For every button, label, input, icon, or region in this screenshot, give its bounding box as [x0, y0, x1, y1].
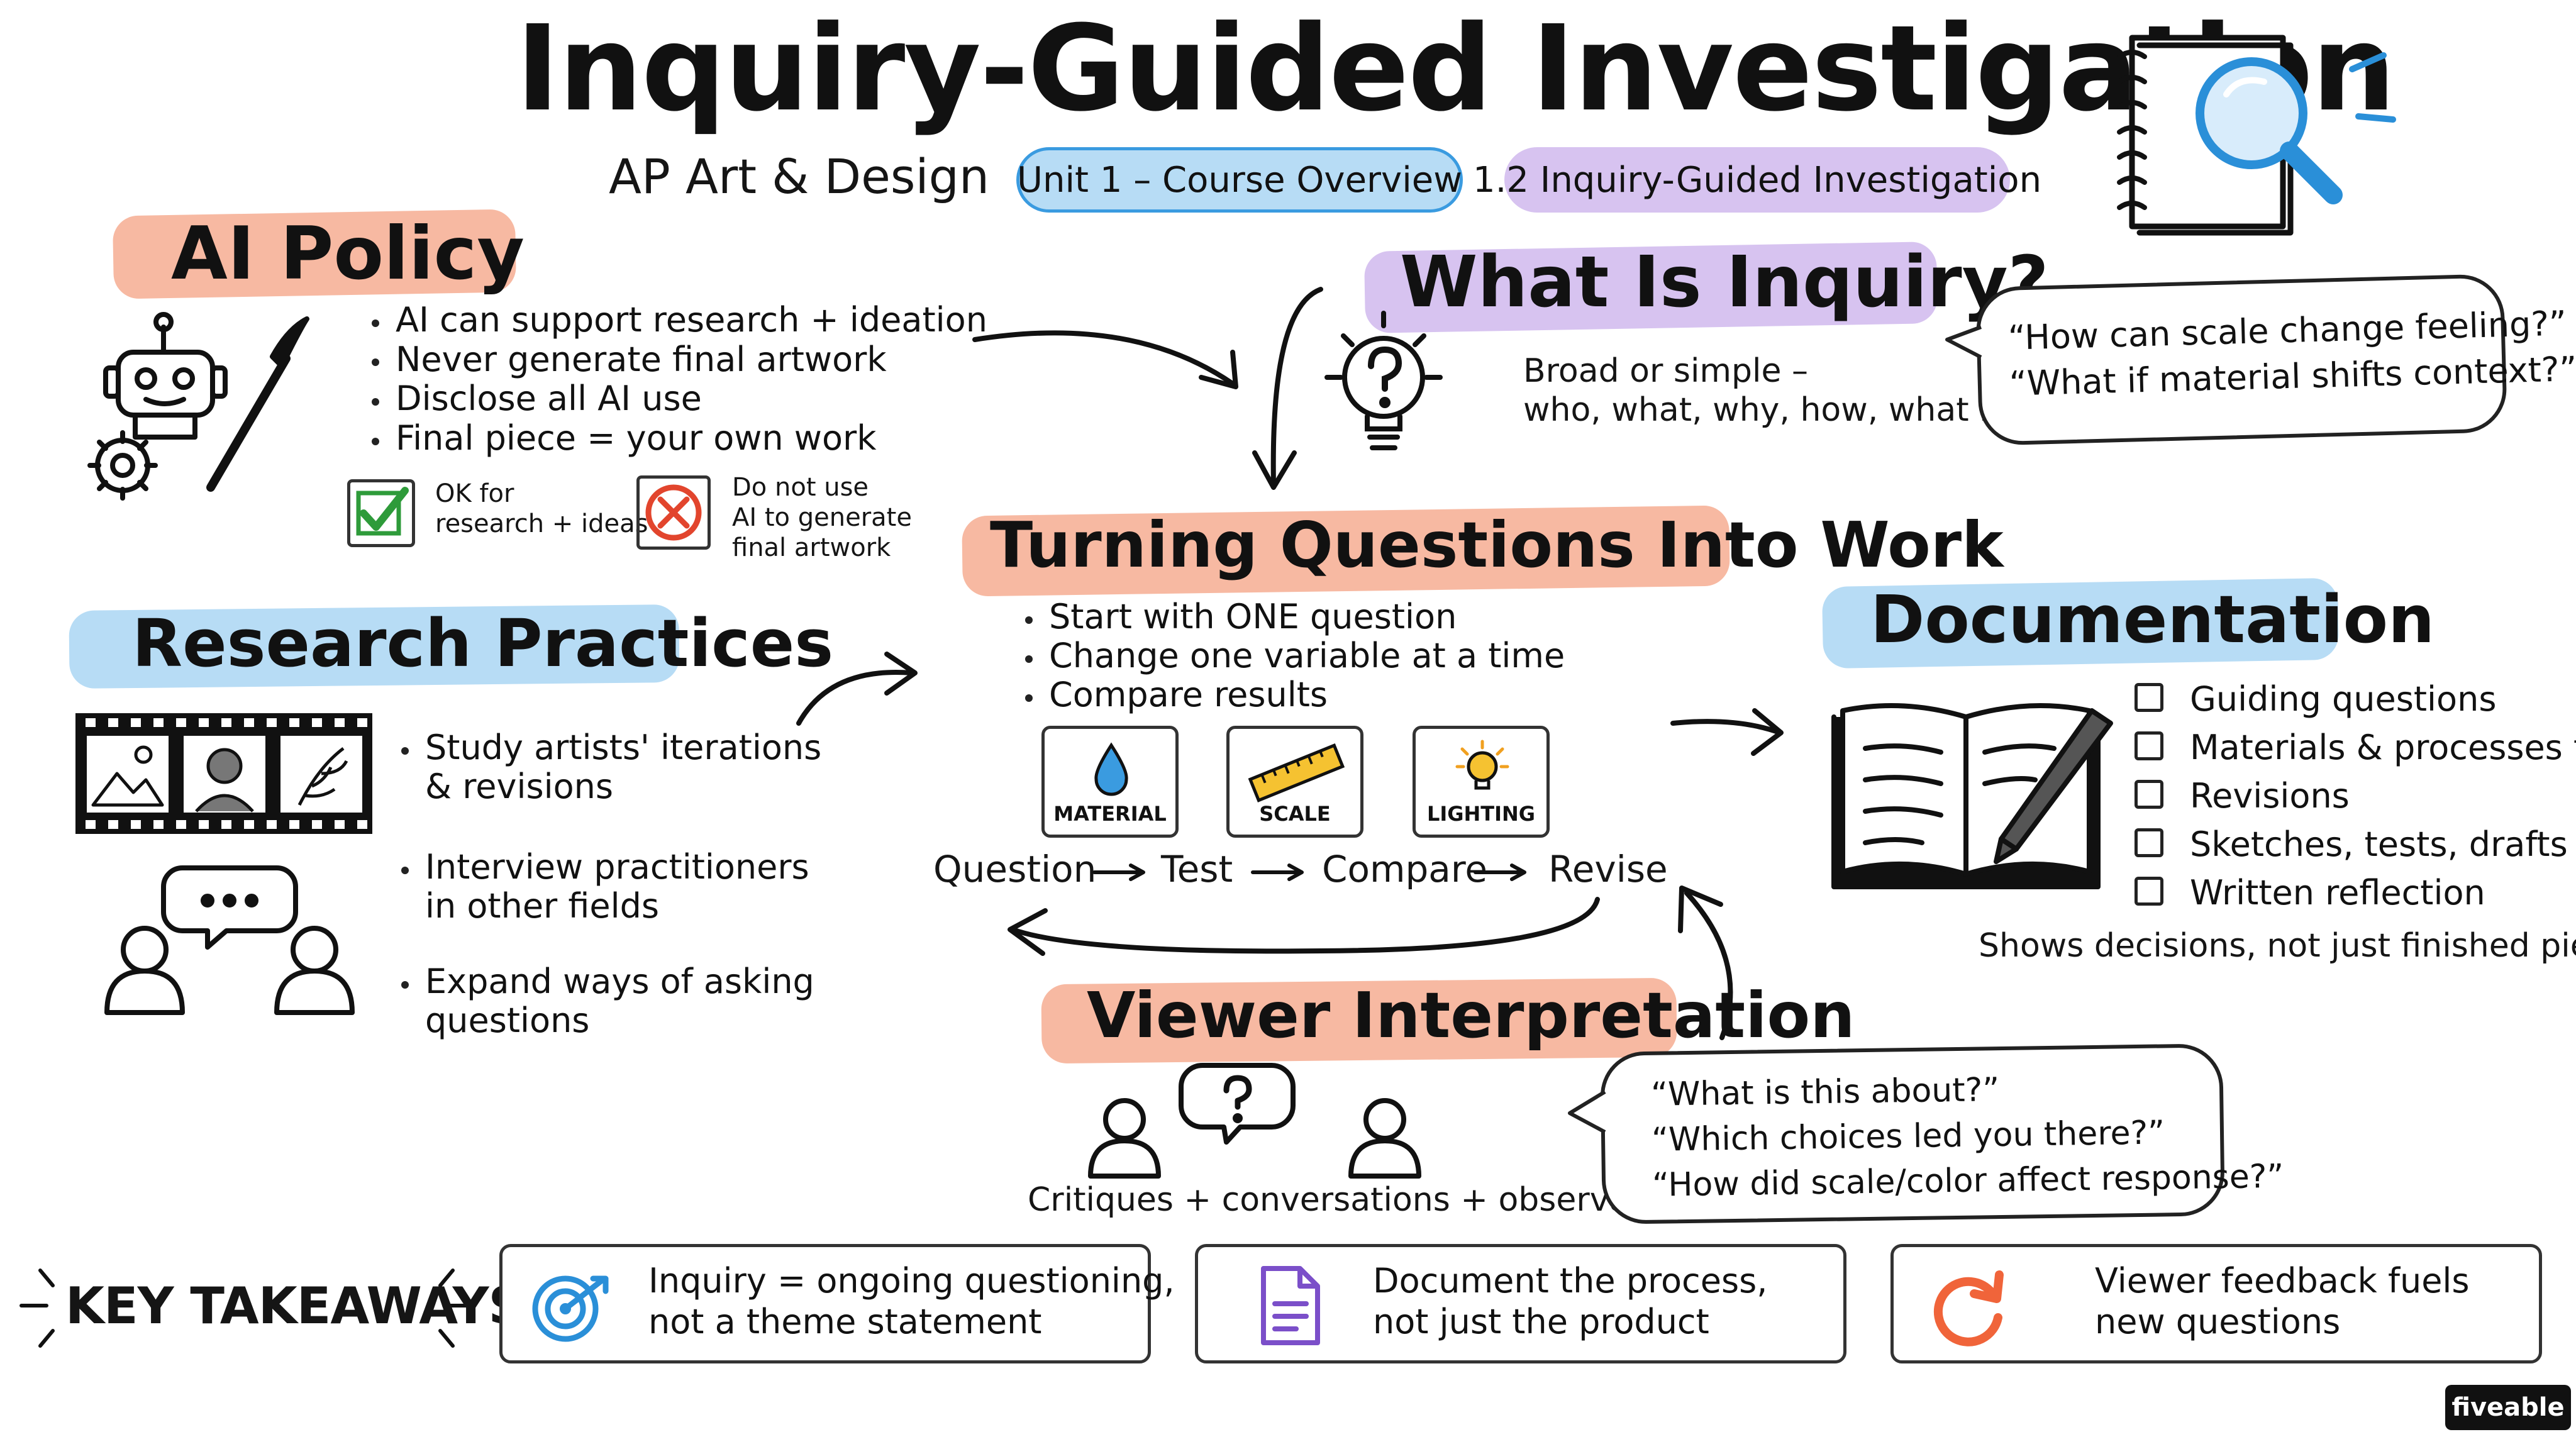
documentation-checklist: Guiding questions Materials & processes …: [2135, 679, 2576, 921]
topic-pill[interactable]: 1.2 Inquiry-Guided Investigation: [1473, 147, 2041, 213]
list-item: Study artists' iterations& revisions: [397, 728, 821, 806]
arrow-icon: [796, 652, 918, 726]
ok-label-2: research + ideas: [435, 509, 648, 538]
open-book-pencil-icon: [1831, 703, 2113, 889]
checklist-item[interactable]: Revisions: [2135, 776, 2576, 824]
refresh-icon: [1933, 1270, 2004, 1346]
arrow-icon: [1670, 708, 1784, 756]
lighting-card[interactable]: LIGHTING: [1413, 726, 1550, 838]
no-label-3: final artwork: [732, 533, 891, 562]
list-item: Disclose all AI use: [368, 379, 987, 419]
viewer-quote-bubble: “What is this about?” “Which choices led…: [1600, 1043, 2284, 1224]
checklist-item[interactable]: Written reflection: [2135, 873, 2576, 921]
no-label-1: Do not use: [732, 473, 869, 502]
bubble-tail: [1945, 325, 1982, 359]
documentation-note: Shows decisions, not just finished piece…: [1979, 927, 2576, 965]
bubble-tail: [1568, 1090, 1606, 1134]
checklist-item[interactable]: Sketches, tests, drafts: [2135, 824, 2576, 873]
research-title: Research Practices: [132, 605, 834, 682]
takeaway-text: not a theme statement: [648, 1301, 1042, 1341]
ai-policy-list: AI can support research + ideation Never…: [368, 300, 987, 458]
icon-label: SCALE: [1259, 802, 1331, 826]
list-item: Start with ONE question: [1021, 597, 1565, 636]
takeaway-card: Inquiry = ongoing questioning, not a the…: [499, 1244, 1175, 1363]
list-item: AI can support research + ideation: [368, 300, 987, 340]
checkbox-icon[interactable]: [2135, 828, 2163, 858]
inquiry-desc-2: who, what, why, how, what if: [1523, 391, 2000, 429]
ruler-icon: [1248, 743, 1345, 802]
fiveable-logo[interactable]: fiveable: [2445, 1385, 2571, 1430]
unit-pill[interactable]: Unit 1 – Course Overview: [1016, 147, 1463, 213]
turning-list: Start with ONE question Change one varia…: [1021, 597, 1565, 714]
viewer-caption: Critiques + conversations + observation: [1028, 1181, 1692, 1219]
viewer-title: Viewer Interpretation: [1087, 979, 1855, 1052]
scale-card[interactable]: SCALE: [1226, 726, 1363, 838]
page-title: Inquiry-Guided Investigation: [516, 0, 2396, 138]
list-item: Never generate final artwork: [368, 340, 987, 380]
quote-text: “What is this about?”: [1650, 1071, 2000, 1114]
arrow-icon: [972, 330, 1238, 389]
course-name: AP Art & Design: [609, 148, 989, 204]
checklist-item[interactable]: Guiding questions: [2135, 679, 2576, 728]
arrow-right-icon: [1092, 863, 1145, 881]
documentation-title: Documentation: [1870, 581, 2435, 658]
target-icon: [532, 1275, 609, 1342]
document-icon: [1261, 1266, 1320, 1345]
notebook-magnifier-icon: [2117, 35, 2396, 236]
viewers-question-icon: [1088, 1063, 1421, 1179]
arrow-right-icon: [1251, 863, 1304, 881]
takeaway-card: Document the process, not just the produ…: [1195, 1244, 1846, 1363]
film-strip-icon: [75, 713, 372, 834]
checkbox-icon[interactable]: [2135, 877, 2163, 906]
checkbox-icon[interactable]: [2135, 780, 2163, 809]
icon-label: LIGHTING: [1426, 802, 1536, 826]
takeaway-text: Inquiry = ongoing questioning,: [648, 1261, 1175, 1301]
inquiry-quote-bubble: “How can scale change feeling?” “What if…: [1975, 274, 2576, 446]
ok-check-icon: [347, 479, 415, 547]
turning-title: Turning Questions Into Work: [990, 508, 2004, 582]
what-is-inquiry-title: What Is Inquiry?: [1400, 242, 2049, 323]
checklist-item[interactable]: Materials & processes tried: [2135, 728, 2576, 776]
arrow-icon: [1252, 287, 1323, 490]
list-item: Compare results: [1021, 675, 1565, 714]
lightbulb-question-icon: [1324, 311, 1443, 450]
ai-policy-title: AI Policy: [171, 211, 525, 296]
checkbox-icon[interactable]: [2135, 683, 2163, 713]
prohibited-icon: [636, 475, 711, 550]
inquiry-desc-1: Broad or simple –: [1523, 352, 1809, 390]
arrow-icon: [1678, 886, 1733, 1040]
list-item: Final piece = your own work: [368, 418, 987, 458]
takeaway-text: not just the product: [1373, 1301, 1709, 1341]
checkbox-icon[interactable]: [2135, 731, 2163, 761]
no-label-2: AI to generate: [732, 503, 912, 532]
lightbulb-icon: [1455, 740, 1509, 790]
list-item: Change one variable at a time: [1021, 636, 1565, 675]
takeaway-card: Viewer feedback fuels new questions: [1890, 1244, 2542, 1363]
quote-text: “Which choices led you there?”: [1651, 1114, 2165, 1159]
ok-label-1: OK for: [435, 479, 514, 508]
cycle-step: Revise: [1548, 848, 1668, 891]
people-conversation-icon: [104, 865, 355, 1015]
key-takeaways-label: KEY TAKEAWAYS:: [65, 1277, 544, 1335]
quote-text: “How did scale/color affect response?”: [1652, 1157, 2284, 1204]
return-arrow-icon: [1008, 897, 1600, 956]
takeaway-text: Viewer feedback fuels: [2095, 1261, 2470, 1301]
robot-paintbrush-icon: [87, 312, 309, 501]
icon-label: MATERIAL: [1053, 802, 1167, 826]
emphasis-marks-icon: [19, 1269, 471, 1348]
cycle-step: Test: [1161, 848, 1233, 891]
drop-icon: [1094, 742, 1128, 796]
takeaway-text: new questions: [2095, 1301, 2341, 1341]
research-item-1: Study artists' iterations& revisions: [397, 728, 821, 806]
arrow-right-icon: [1474, 863, 1526, 881]
material-card[interactable]: MATERIAL: [1041, 726, 1179, 838]
cycle-step: Question: [933, 848, 1097, 891]
takeaway-text: Document the process,: [1373, 1261, 1768, 1301]
cycle-step: Compare: [1322, 848, 1488, 891]
